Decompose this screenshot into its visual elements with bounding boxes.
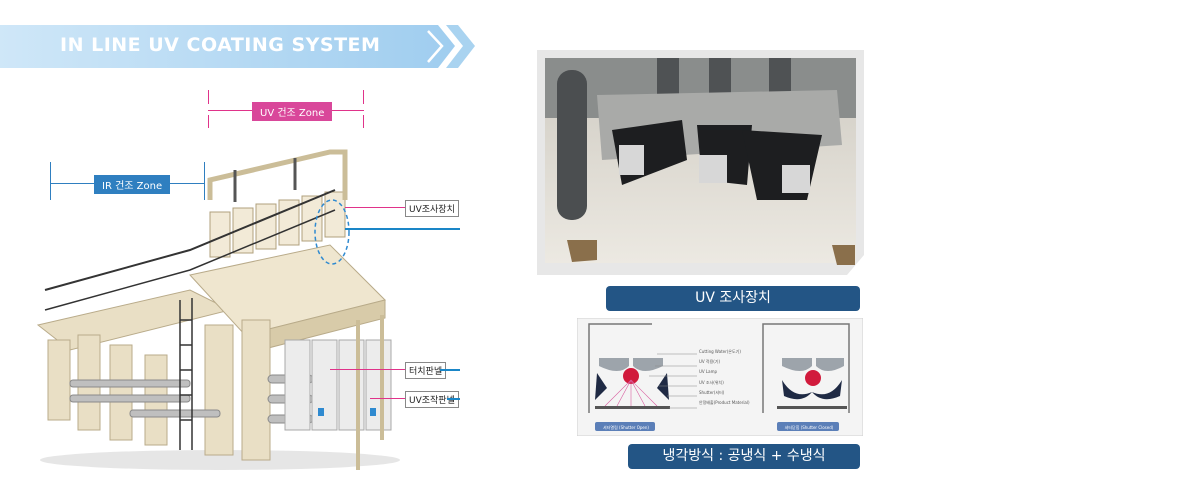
diagram-label-uv-position: UV 조사(위치) [699,379,724,385]
ir-zone-tick-right [204,162,205,200]
uv-zone-tick-left [208,90,209,104]
cooling-diagram [577,318,863,436]
uv-control-panel-callout-tail [447,398,460,400]
uv-control-panel-callout-line [370,398,405,399]
ir-zone-label: IR 건조 Zone [94,175,171,194]
diagram-label-material: 안정배출(Product Material) [699,400,750,406]
coating-machine-illustration [36,149,400,470]
diagram-label-uv-apply: UV 적용(기) [699,359,721,365]
uv-zone-label: UV 건조 Zone [252,102,333,121]
diagram-label-uv-lamp: UV Lamp [699,369,718,375]
uv-unit-caption: UV 조사장치 [606,286,860,311]
cooling-caption: 냉각방식 : 공냉식 + 수냉식 [628,444,860,469]
diagram-label-cutting-water: Cutting Water(온도기) [699,349,741,354]
uv-unit-photo [537,50,864,275]
uv-unit-callout-tail [345,228,460,230]
touch-panel-callout: 터치판넬 [405,362,447,379]
cooling-diagram-labels: Cutting Water(온도기) UV 적용(기) UV Lamp UV 조… [699,347,750,408]
ir-zone-tick-left [50,162,51,200]
uv-zone-tick-right [363,90,364,104]
header-banner [0,25,475,68]
uv-zone-tick-right-low [363,115,364,128]
page-title: IN LINE UV COATING SYSTEM [60,34,381,56]
uv-zone-tick-left-low [208,115,209,128]
uv-control-panel-callout: UV조작판넬 [405,391,459,408]
shutter-closed-caption: 셔터닫힘 (Shutter Closed) [784,425,834,430]
touch-panel-callout-tail [440,369,460,371]
uv-unit-callout-line [345,207,405,208]
uv-unit-callout: UV조사장치 [405,200,459,217]
touch-panel-callout-line [330,369,405,370]
diagram-label-shutter: Shutter(셔터) [699,389,725,395]
shutter-open-caption: 셔터열림 (Shutter Open) [603,425,649,430]
